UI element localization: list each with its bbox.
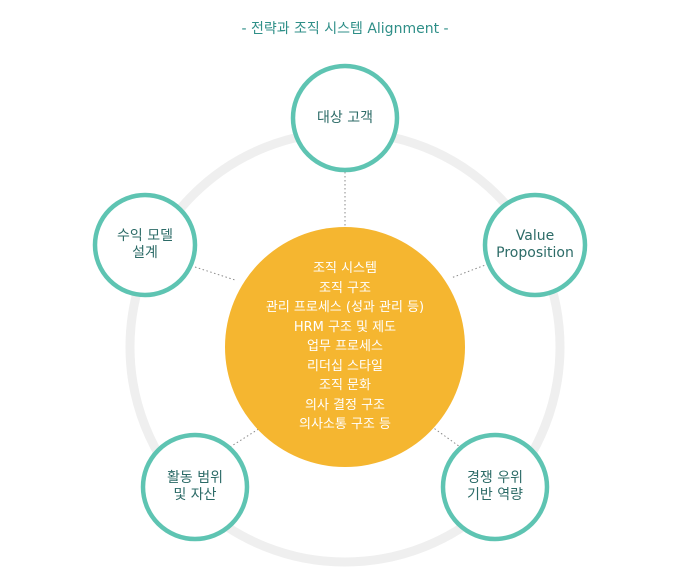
node-left-circle xyxy=(92,192,198,298)
node-bottom-left-line-2: 및 자산 xyxy=(173,487,217,503)
node-bottom-left: 활동 범위 및 자산 xyxy=(141,433,249,541)
center-circle xyxy=(225,227,465,467)
node-bottom-right: 경쟁 우위 기반 역량 xyxy=(441,433,549,541)
node-bottom-left-line-1: 활동 범위 xyxy=(167,470,223,486)
node-left-line-1: 수익 모델 xyxy=(117,228,173,244)
center-line-4: HRM 구조 및 제도 xyxy=(293,319,397,335)
node-left: 수익 모델 설계 xyxy=(91,191,199,299)
node-right-line-2: Proposition xyxy=(496,245,574,261)
node-top: 대상 고객 xyxy=(291,64,399,172)
center-line-9: 의사소통 구조 등 xyxy=(299,417,391,433)
node-bottom-right-circle xyxy=(440,432,550,542)
center-line-1: 조직 시스템 xyxy=(313,261,377,277)
node-bottom-left-circle xyxy=(140,432,250,542)
center-line-8: 의사 결정 구조 xyxy=(304,397,386,413)
center-line-2: 조직 구조 xyxy=(319,280,371,296)
node-bottom-right-line-2: 기반 역량 xyxy=(467,487,523,503)
node-bottom-right-line-1: 경쟁 우위 xyxy=(467,470,523,486)
center-line-7: 조직 문화 xyxy=(319,378,371,394)
connector-right xyxy=(450,263,489,279)
node-top-line-1: 대상 고객 xyxy=(317,109,373,126)
node-right: Value Proposition xyxy=(481,191,589,299)
connector-left xyxy=(194,266,236,281)
center-line-6: 리더십 스타일 xyxy=(307,358,383,374)
connector-bottom-left xyxy=(229,424,266,448)
diagram-title: - 전략과 조직 시스템 Alignment - xyxy=(241,21,449,37)
node-right-circle xyxy=(482,192,588,298)
node-right-line-1: Value xyxy=(515,228,555,244)
center-line-3: 관리 프로세스 (성과 관리 등) xyxy=(265,300,425,316)
node-left-line-2: 설계 xyxy=(132,245,158,261)
node-top-circle xyxy=(290,63,400,173)
center-label: 조직 시스템 조직 구조 관리 프로세스 (성과 관리 등) HRM 구조 및 … xyxy=(225,227,465,467)
center-line-5: 업무 프로세스 xyxy=(307,339,383,355)
